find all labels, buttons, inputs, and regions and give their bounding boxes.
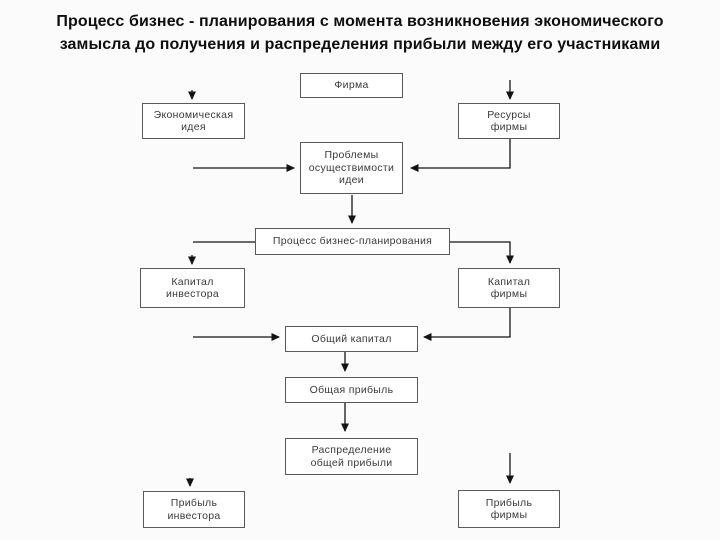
node-total-profit: Общая прибыль — [285, 377, 418, 403]
node-investor-profit: Прибыль инвестора — [143, 491, 245, 528]
node-profit-distribution: Распределение общей прибыли — [285, 438, 418, 475]
node-business-planning: Процесс бизнес-планирования — [255, 228, 450, 255]
node-resources-firm: Ресурсы фирмы — [458, 103, 560, 139]
node-investor-capital: Капитал инвестора — [140, 268, 245, 308]
node-firma: Фирма — [300, 73, 403, 98]
node-total-capital: Общий капитал — [285, 326, 418, 352]
arrow-planning-to-firm-capital — [450, 241, 514, 264]
node-firm-profit: Прибыль фирмы — [458, 490, 560, 528]
slide-title: Процесс бизнес - планирования с момента … — [56, 13, 664, 53]
node-economic-idea: Экономическая идея — [142, 103, 245, 139]
arrow-resources-to-problems — [410, 139, 511, 172]
arrow-firm-capital-to-total-capital — [423, 308, 511, 341]
node-firm-capital: Капитал фирмы — [458, 268, 560, 308]
node-feasibility-problems: Проблемы осуществимости идеи — [300, 142, 403, 194]
